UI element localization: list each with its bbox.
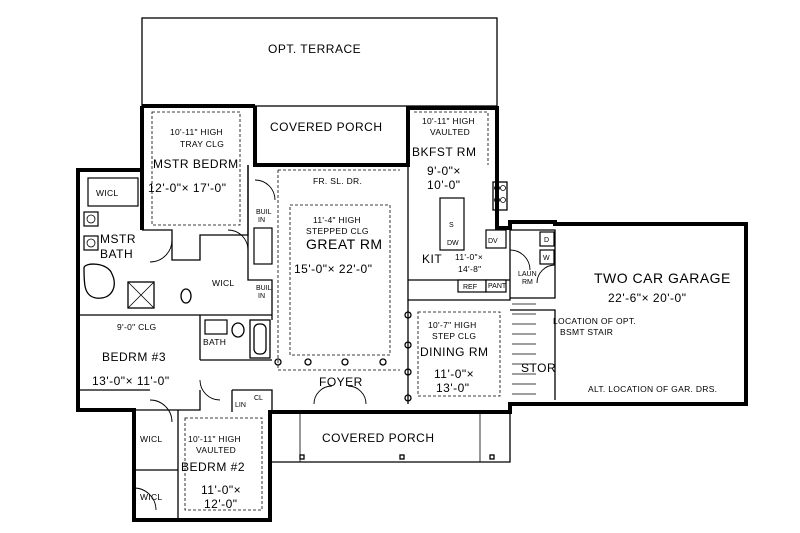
breakfast-dim-2: 10'-0": [427, 178, 461, 192]
dv-label: DV: [488, 238, 498, 245]
dining-ceiling-note-1: 10'-7" HIGH: [428, 320, 477, 330]
laundry-label-2: RM: [522, 279, 533, 286]
great-room-ceiling-note-1: 11'-4" HIGH: [313, 215, 361, 225]
garage-dimensions: 22'-6"× 20'-0": [608, 291, 686, 305]
master-wicl-label: WICL: [96, 188, 118, 198]
great-room-label: GREAT RM: [306, 236, 383, 252]
exterior-walls: [76, 104, 748, 522]
built-in-a-label-1: BUIL: [256, 209, 272, 216]
dining-dim-2: 13'-0": [436, 381, 470, 395]
kitchen-fixtures: [253, 181, 555, 293]
dryer-label: D: [544, 237, 549, 244]
great-room-dimensions: 15'-0"× 22'-0": [294, 262, 372, 276]
sliding-door-label: FR. SL. DR.: [313, 176, 362, 186]
center-wicl-label: WICL: [212, 278, 234, 288]
foyer-label: FOYER: [319, 375, 363, 389]
bedroom2-ceiling-note-1: 10'-11" HIGH: [188, 434, 241, 444]
master-bedroom-dimensions: 12'-0"× 17'-0": [148, 181, 226, 195]
breakfast-ceiling-note-1: 10'-11" HIGH: [422, 116, 475, 126]
terrace-label: OPT. TERRACE: [268, 42, 361, 56]
master-bath-label-2: BATH: [100, 247, 133, 261]
kitchen-dim-1: 11'-0"×: [455, 252, 483, 262]
basement-stair: [512, 303, 536, 395]
opt-terrace: [141, 17, 498, 107]
bedroom2-ceiling-note-2: VAULTED: [196, 445, 236, 455]
ceiling-outlines: [151, 111, 501, 511]
rear-porch-label: COVERED PORCH: [270, 120, 383, 134]
dining-room-label: DINING RM: [420, 345, 489, 359]
door-swings: [133, 179, 556, 511]
dishwasher-label: DW: [447, 240, 459, 247]
garage-doors-note: ALT. LOCATION OF GAR. DRS.: [588, 384, 717, 394]
stair-note-1: LOCATION OF OPT.: [553, 316, 636, 326]
garage-label: TWO CAR GARAGE: [594, 270, 731, 286]
great-room-columns: [274, 311, 412, 402]
built-in-b-label-2: IN: [258, 293, 265, 300]
dining-dim-1: 11'-0"×: [434, 367, 474, 381]
sink-label: S: [449, 222, 454, 229]
storage-label: STOR: [521, 361, 556, 375]
great-room-ceiling-note-2: STEPPED CLG: [306, 226, 369, 236]
laundry-label-1: LAUN: [518, 271, 537, 278]
stair-note-2: BSMT STAIR: [560, 327, 613, 337]
master-bath-fixtures: [83, 177, 192, 309]
breakfast-ceiling-note-2: VAULTED: [430, 127, 470, 137]
hall-bath-label: BATH: [203, 337, 226, 347]
built-in-b-label-1: BUIL: [256, 285, 272, 292]
bedroom2-label: BEDRM #2: [181, 460, 245, 474]
master-ceiling-note-1: 10'-11" HIGH: [170, 127, 223, 137]
coat-closet-label: CL: [254, 395, 263, 402]
built-in-a-label-2: IN: [258, 217, 265, 224]
bedroom3-wicl-label: WICL: [140, 434, 162, 444]
bedroom3-dimensions: 13'-0"× 11'-0": [92, 374, 170, 388]
linen-closet-label: LIN: [235, 402, 246, 409]
bedroom2-dim-1: 11'-0"×: [201, 483, 241, 497]
kitchen-label: KIT: [422, 252, 442, 266]
bedroom2-dim-2: 12'-0": [204, 497, 238, 511]
refrigerator-label: REF: [463, 284, 477, 291]
bedroom2-wicl-label: WICL: [140, 492, 162, 502]
dining-ceiling-note-2: STEP CLG: [432, 331, 476, 341]
breakfast-room-label: BKFST RM: [412, 145, 476, 159]
breakfast-dim-1: 9'-0"×: [427, 164, 461, 178]
kitchen-dim-2: 14'-8": [458, 264, 481, 274]
master-bedroom-label: MSTR BEDRM: [153, 157, 239, 171]
front-porch-label: COVERED PORCH: [322, 431, 435, 445]
pantry-label: PANT: [488, 283, 507, 290]
bedroom3-ceiling-note: 9'-0" CLG: [117, 322, 156, 332]
master-bath-label-1: MSTR: [100, 232, 136, 246]
washer-label: W: [543, 255, 550, 262]
master-ceiling-note-2: TRAY CLG: [180, 139, 224, 149]
hall-bath-fixtures: [204, 319, 271, 359]
bedroom3-label: BEDRM #3: [102, 350, 166, 364]
